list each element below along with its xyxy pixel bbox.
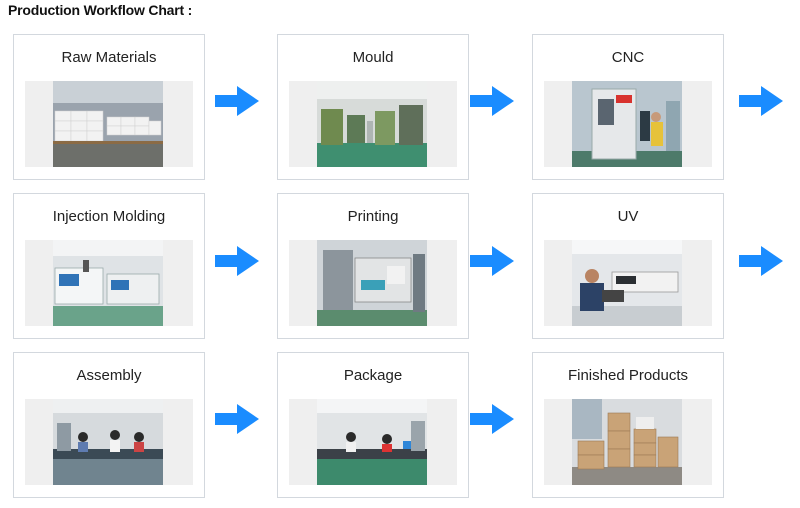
assembly-photo [53,399,163,485]
photo-backdrop [544,81,712,167]
step-card-printing: Printing [277,193,469,339]
raw-materials-photo [53,81,163,167]
step-card-cnc: CNC [532,34,724,180]
uv-photo [572,240,682,326]
package-photo [317,399,427,485]
photo-backdrop [25,399,193,485]
step-card-raw-materials: Raw Materials [13,34,205,180]
step-card-mould: Mould [277,34,469,180]
injection-molding-photo [53,240,163,326]
right-arrow-icon [739,86,783,116]
step-card-finished-products: Finished Products [532,352,724,498]
photo-backdrop [544,399,712,485]
photo-backdrop [544,240,712,326]
photo-backdrop [289,81,457,167]
photo-backdrop [25,81,193,167]
step-label: CNC [611,49,645,66]
photo-backdrop [289,399,457,485]
right-arrow-icon [470,86,514,116]
step-label: Package [343,367,403,384]
step-label: Mould [352,49,394,66]
step-card-uv: UV [532,193,724,339]
step-label: Printing [347,208,399,225]
step-label: Raw Materials [61,49,157,66]
step-card-injection-molding: Injection Molding [13,193,205,339]
photo-backdrop [289,240,457,326]
page-title: Production Workflow Chart : [8,2,193,18]
mould-photo [317,81,427,167]
printing-photo [317,240,427,326]
photo-backdrop [25,240,193,326]
right-arrow-icon [470,246,514,276]
right-arrow-icon [215,404,259,434]
step-label: Assembly [76,367,142,384]
finished-products-photo [572,399,682,485]
right-arrow-icon [215,86,259,116]
right-arrow-icon [215,246,259,276]
step-card-package: Package [277,352,469,498]
step-card-assembly: Assembly [13,352,205,498]
step-label: UV [617,208,639,225]
cnc-photo [572,81,682,167]
right-arrow-icon [470,404,514,434]
step-label: Injection Molding [52,208,166,225]
step-label: Finished Products [567,367,689,384]
right-arrow-icon [739,246,783,276]
